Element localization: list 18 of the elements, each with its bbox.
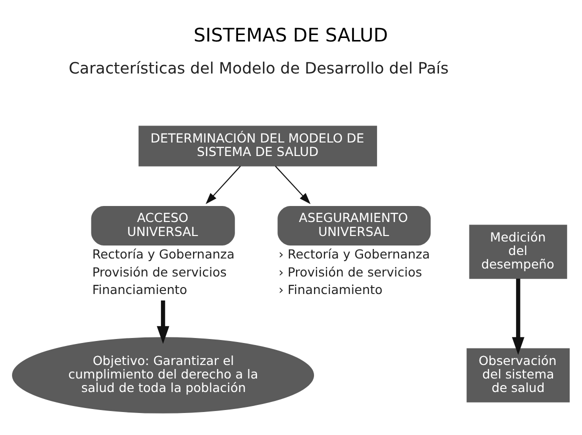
arrow (206, 166, 241, 204)
node-box: DETERMINACIÓN DEL MODELO DE SISTEMA DE SALUD (138, 126, 378, 166)
node-box: Medición del desempeño (469, 224, 568, 279)
diagram-title: SISTEMAS DE SALUD (194, 25, 388, 46)
node-ellipse: Objetivo: Garantizar el cumplimiento del derecho a la salud de toda la población (12, 337, 314, 414)
node-box: ASEGURAMIENTO UNIVERSAL (278, 206, 431, 246)
label: Características del Modelo de Desarrollo del País (68, 60, 449, 78)
node-label: Rectoría y Gobernanza (92, 246, 234, 262)
arrow (512, 278, 524, 355)
node-label: Financiamiento (92, 282, 188, 298)
node-box: ACCESO UNIVERSAL (91, 206, 235, 246)
node-box: Observación del sistema de salud (466, 348, 570, 402)
node-label: › Financiamiento (278, 282, 383, 298)
node-label: Provisión de servicios (92, 264, 227, 280)
arrow (275, 166, 311, 204)
node-label: › Provisión de servicios (278, 264, 422, 280)
node-label: › Rectoría y Gobernanza (278, 246, 430, 262)
arrow (156, 300, 170, 344)
